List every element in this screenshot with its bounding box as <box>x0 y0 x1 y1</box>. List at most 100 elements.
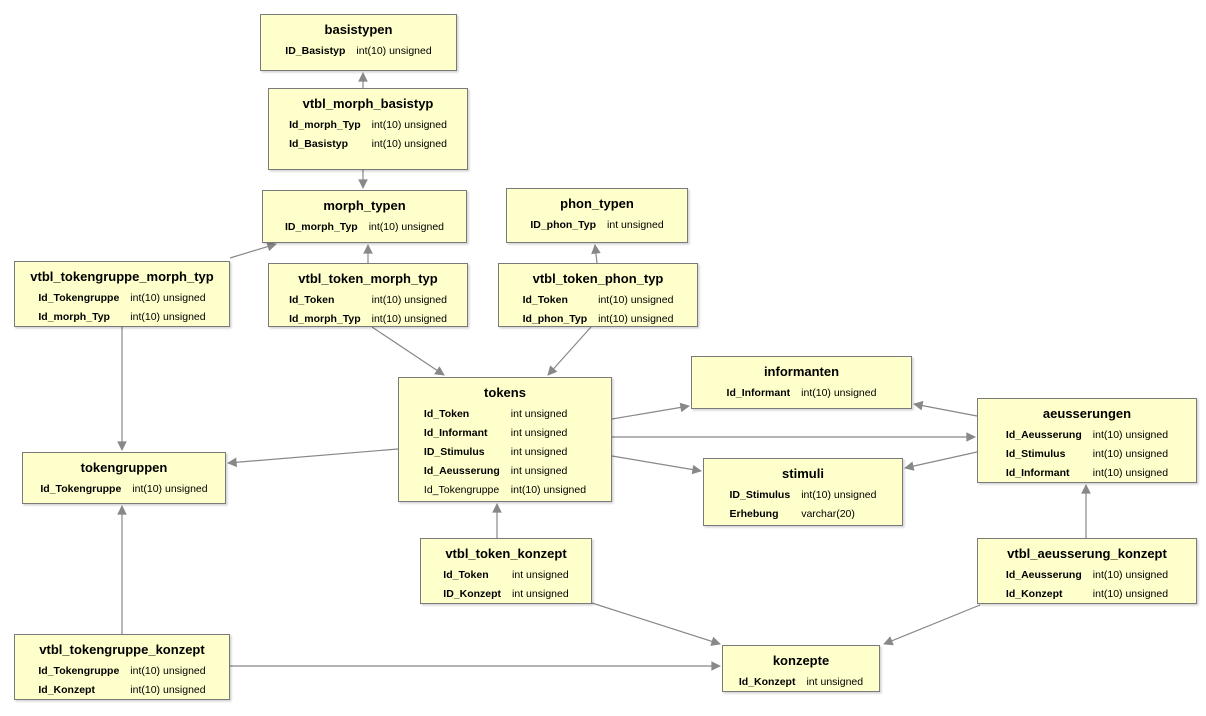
field-type: int(10) unsigned <box>1092 467 1169 479</box>
field-type: int unsigned <box>510 446 568 458</box>
table-title: vtbl_tokengruppe_konzept <box>39 642 205 657</box>
table-title: aeusserungen <box>1042 406 1132 421</box>
field-name: Id_Token <box>289 294 335 306</box>
field-type: int(10) unsigned <box>801 489 877 501</box>
field-type: int(10) unsigned <box>130 665 206 677</box>
field-type: int(10) unsigned <box>130 292 206 304</box>
field-type: int(10) unsigned <box>1092 448 1169 460</box>
field-name: Id_Token <box>423 408 470 420</box>
field-name: Id_Token <box>522 294 568 306</box>
table-title: vtbl_morph_basistyp <box>302 96 434 111</box>
relation-arrow-vtbl_aeusserung_konzept-konzepte <box>883 604 981 646</box>
field-name: Id_morph_Typ <box>289 119 361 131</box>
relation-arrow-vtbl_tokengruppe_morph_typ-morph_typen <box>229 241 277 259</box>
table-title: vtbl_token_konzept <box>445 546 567 561</box>
field-name: Id_Basistyp <box>289 138 349 150</box>
table-title: basistypen <box>324 22 393 37</box>
field-type: int unsigned <box>510 408 568 420</box>
field-name: Id_Konzept <box>38 684 95 696</box>
field-type: int(10) unsigned <box>371 313 447 325</box>
table-title: tokengruppen <box>80 460 168 475</box>
field-type: int unsigned <box>512 569 569 581</box>
field-name: Id_Tokengruppe <box>423 484 500 496</box>
table-title: stimuli <box>782 466 824 481</box>
field-name: ID_morph_Typ <box>284 221 358 233</box>
field-name: Id_Konzept <box>1005 588 1063 600</box>
field-type: int(10) unsigned <box>371 294 447 306</box>
field-type: int(10) unsigned <box>356 45 432 57</box>
relation-arrow-vtbl_token_phon_typ-tokens <box>547 326 592 376</box>
field-type: int(10) unsigned <box>130 311 206 323</box>
field-type: int unsigned <box>510 427 568 439</box>
field-name: ID_Konzept <box>443 588 502 600</box>
relation-arrow-vtbl_token_morph_typ-tokens <box>371 326 445 376</box>
table-title: vtbl_tokengruppe_morph_typ <box>30 269 214 284</box>
relation-arrow-tokens-stimuli <box>611 455 702 475</box>
table-title: tokens <box>484 385 526 400</box>
field-name: Id_morph_Typ <box>289 313 361 325</box>
field-type: int(10) unsigned <box>598 294 674 306</box>
field-type: int(10) unsigned <box>510 484 587 496</box>
field-type: int(10) unsigned <box>1092 429 1169 441</box>
field-type: int unsigned <box>806 676 864 688</box>
field-name: ID_Basistyp <box>285 45 346 57</box>
table-title: vtbl_token_morph_typ <box>298 271 438 286</box>
field-name: ID_Stimulus <box>729 489 791 501</box>
field-name: Id_Informant <box>726 387 791 399</box>
field-name: Id_phon_Typ <box>522 313 588 325</box>
field-type: int(10) unsigned <box>598 313 674 325</box>
field-name: Id_Informant <box>423 427 488 439</box>
field-name: Id_Tokengruppe <box>40 483 122 495</box>
field-name: Id_Konzept <box>738 676 796 688</box>
field-name: Id_Aeusserung <box>1005 429 1082 441</box>
field-type: int unsigned <box>607 219 664 231</box>
table-title: vtbl_token_phon_typ <box>532 271 664 286</box>
relation-arrow-aeusserungen-informanten <box>913 400 978 417</box>
field-type: int(10) unsigned <box>130 684 206 696</box>
field-type: int(10) unsigned <box>371 138 447 150</box>
relation-arrow-vtbl_token_phon_typ-phon_typen <box>591 244 601 264</box>
table-title: phon_typen <box>560 196 634 211</box>
field-name: ID_phon_Typ <box>530 219 597 231</box>
table-title: morph_typen <box>323 198 406 213</box>
field-name: Id_Token <box>443 569 489 581</box>
field-name: Id_Aeusserung <box>423 465 500 477</box>
field-type: int(10) unsigned <box>1092 588 1169 600</box>
field-name: Id_Tokengruppe <box>38 665 120 677</box>
table-fields: ID_phon_Typ int unsigned <box>530 219 663 231</box>
field-name: Id_Informant <box>1005 467 1070 479</box>
field-name: Erhebung <box>729 508 779 520</box>
table-fields: Id_Konzept int unsigned <box>739 676 863 688</box>
relation-arrow-aeusserungen-stimuli <box>904 451 978 471</box>
field-type: int(10) unsigned <box>1092 569 1169 581</box>
table-fields: ID_Basistyp int(10) unsigned <box>285 45 431 57</box>
table-title: informanten <box>763 364 840 379</box>
